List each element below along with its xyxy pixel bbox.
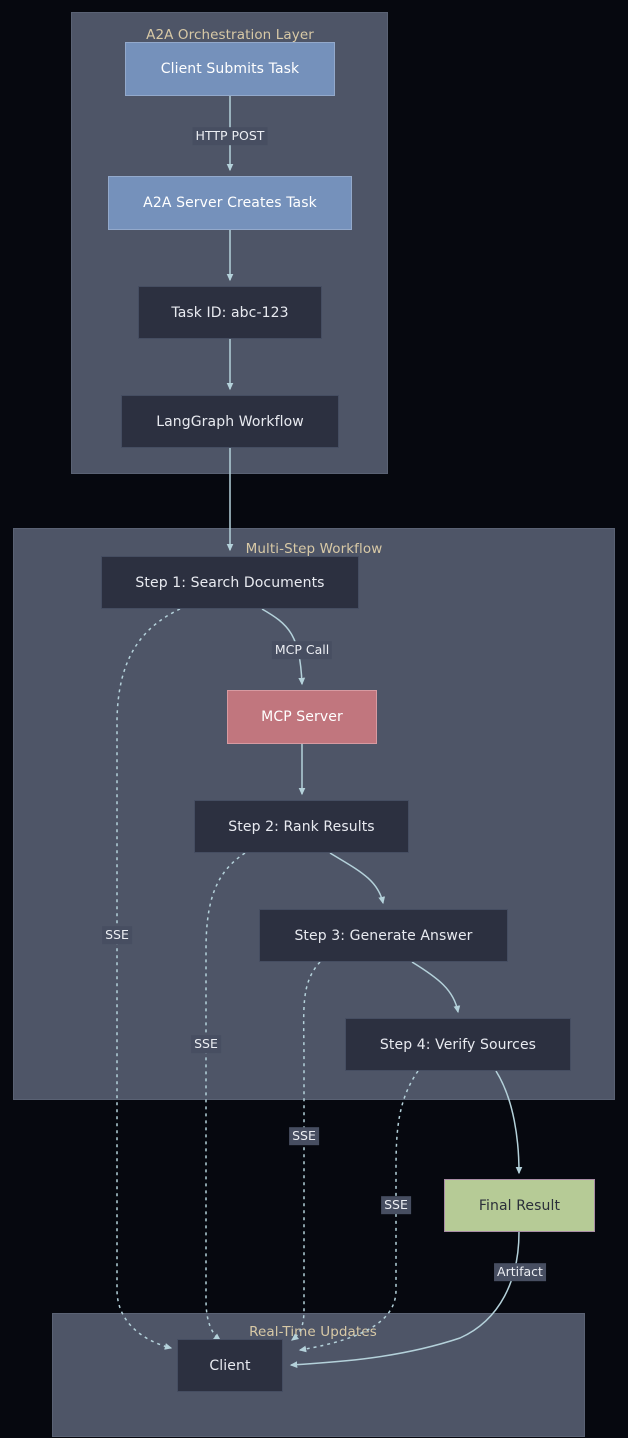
node-step-1-search-documents[interactable]: Step 1: Search Documents xyxy=(101,556,359,609)
subgraph-title-multi-step-workflow: Multi-Step Workflow xyxy=(245,541,383,557)
node-step-3-generate-answer[interactable]: Step 3: Generate Answer xyxy=(259,909,508,962)
node-mcp-server[interactable]: MCP Server xyxy=(227,690,377,744)
node-client[interactable]: Client xyxy=(177,1339,283,1392)
node-final-result[interactable]: Final Result xyxy=(444,1179,595,1232)
edge-label-sse-2: SSE xyxy=(191,1035,221,1053)
subgraph-title-a2a-orchestration-layer: A2A Orchestration Layer xyxy=(146,27,314,43)
subgraph-title-real-time-updates: Real-Time Updates xyxy=(249,1324,377,1340)
node-task-id[interactable]: Task ID: abc-123 xyxy=(138,286,322,339)
edge-label-sse-3: SSE xyxy=(289,1127,319,1145)
edge-label-mcp-call: MCP Call xyxy=(271,641,333,659)
node-a2a-server-creates-task[interactable]: A2A Server Creates Task xyxy=(108,176,352,230)
node-langgraph-workflow[interactable]: LangGraph Workflow xyxy=(121,395,339,448)
node-step-2-rank-results[interactable]: Step 2: Rank Results xyxy=(194,800,409,853)
node-step-4-verify-sources[interactable]: Step 4: Verify Sources xyxy=(345,1018,571,1071)
edge-label-http-post: HTTP POST xyxy=(192,127,268,145)
edge-label-sse-1: SSE xyxy=(102,926,132,944)
edge-label-artifact: Artifact xyxy=(494,1263,546,1281)
node-client-submits-task[interactable]: Client Submits Task xyxy=(125,42,335,96)
edge-label-sse-4: SSE xyxy=(381,1196,411,1214)
